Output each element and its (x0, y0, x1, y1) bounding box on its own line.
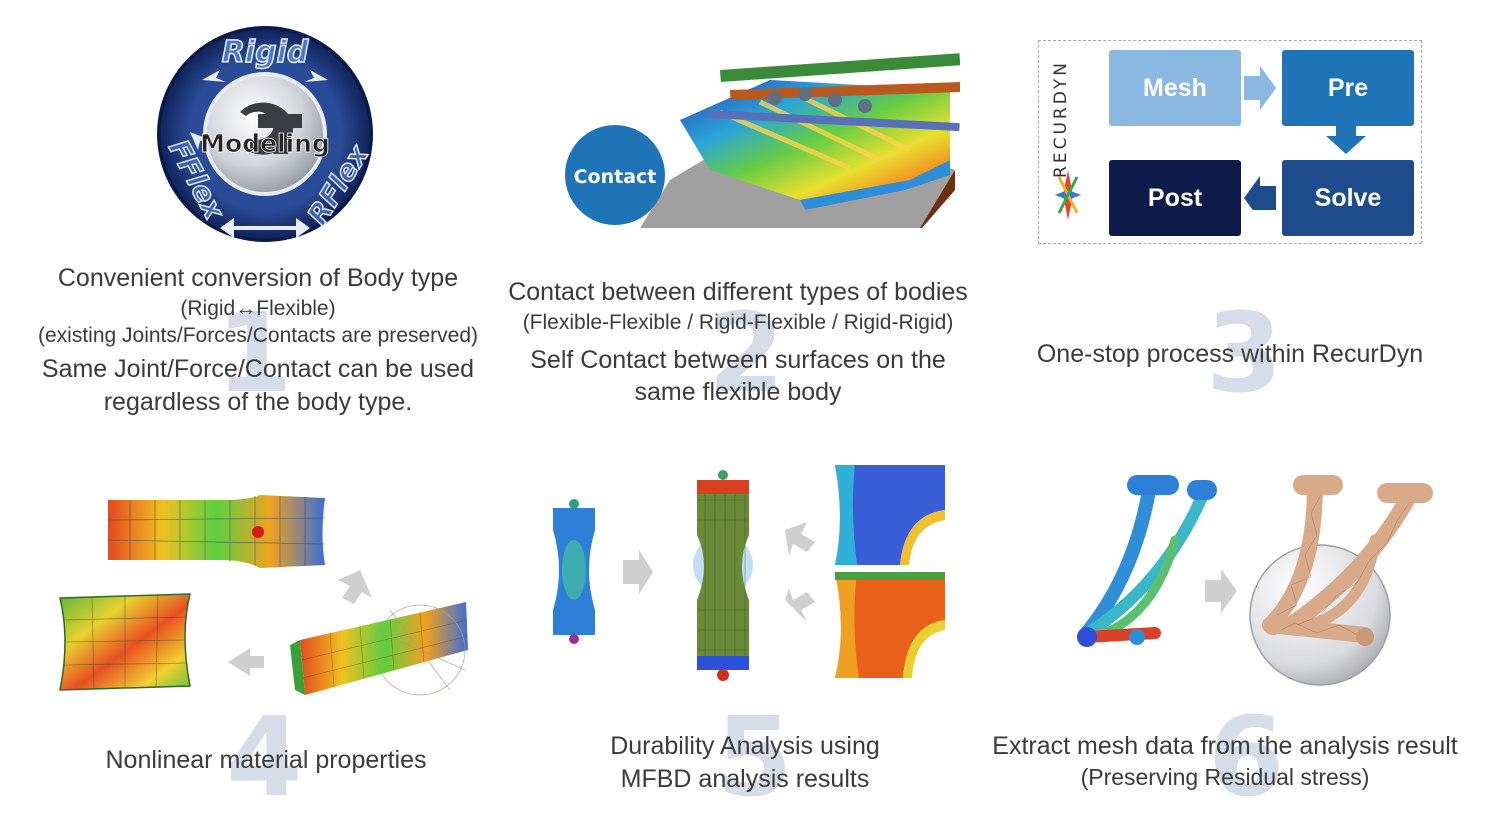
contact-badge-circle (565, 125, 665, 225)
panel-2-number: 2 (708, 289, 785, 417)
panel-1-line-2: (Rigid↔Flexible) (180, 296, 336, 320)
panel-4-number: 4 (226, 693, 303, 821)
mesh-extraction-illustration (1077, 475, 1433, 686)
contact-badge-label: Contact (574, 166, 657, 188)
panel-5-caption: Durability Analysis using MFBD analysis … (520, 730, 970, 795)
panel-6-line-1: Extract mesh data from the analysis resu… (992, 732, 1458, 760)
panel-3-line-1: One-stop process within RecurDyn (1036, 340, 1424, 368)
panel-6-caption: Extract mesh data from the analysis resu… (985, 730, 1465, 792)
panel-1-caption: Convenient conversion of Body type (Rigi… (8, 262, 508, 418)
durability-illustration (553, 465, 945, 681)
nonlinear-material-illustration (59, 495, 469, 696)
arrow-right-icon (623, 550, 653, 594)
arrow-left-icon (228, 648, 264, 676)
panel-5-line-1: Durability Analysis using (610, 732, 880, 760)
flow-step-pre: Pre (1282, 50, 1414, 126)
panel-3-caption: One-stop process within RecurDyn (1010, 338, 1450, 371)
flow-step-post: Post (1109, 160, 1241, 236)
panel-4-line-1: Nonlinear material properties (105, 746, 427, 774)
arrow-right-icon (1205, 569, 1237, 613)
panel-4-caption: Nonlinear material properties (36, 744, 496, 777)
arrow-left-icon (1244, 176, 1276, 210)
panel-3-number: 3 (1206, 289, 1283, 417)
arrow-right-icon (1244, 66, 1276, 110)
flow-step-solve: Solve (1282, 160, 1414, 236)
process-flow-frame: RECURDYN (1038, 40, 1422, 244)
panel-1-line-1: Convenient conversion of Body type (57, 264, 459, 292)
panel-1-line-5: regardless of the body type. (103, 387, 413, 416)
panel-6-line-2: (Preserving Residual stress) (1080, 763, 1370, 790)
contact-illustration: Contact (565, 53, 960, 228)
flow-arrows (1244, 66, 1366, 210)
panel-1-line-3: (existing Joints/Forces/Contacts are pre… (37, 323, 478, 347)
panel-1-line-4: Same Joint/Force/Contact can be used (41, 355, 475, 384)
recurdyn-logo-text: RECURDYN (1051, 60, 1071, 178)
arrow-down-icon (1326, 126, 1366, 154)
arrow-up-left-icon (338, 570, 372, 604)
panel-1-number: 1 (216, 289, 293, 417)
cycle-arrows-icon (190, 70, 328, 238)
panel-5-number: 5 (716, 693, 793, 821)
modeling-badge: Rigid FFlex RFlex Modeling (157, 26, 376, 242)
gt-logo-icon (240, 102, 302, 155)
panel-2-line-1: Contact between different types of bodie… (508, 278, 968, 306)
panel-2-caption: Contact between different types of bodie… (488, 276, 988, 409)
panel-2-line-3: Self Contact between surfaces on the (530, 345, 946, 374)
flow-step-mesh: Mesh (1109, 50, 1241, 126)
panel-2-line-2: (Flexible-Flexible / Rigid-Flexible / Ri… (522, 310, 954, 334)
arrow-down-right-icon (785, 588, 815, 622)
panel-5-line-2: MFBD analysis results (620, 764, 870, 793)
panel-2-line-4: same flexible body (634, 378, 842, 407)
modeling-badge-top: Rigid (222, 35, 309, 70)
arrow-up-right-icon (785, 522, 815, 556)
modeling-badge-center: Modeling (200, 129, 330, 158)
recurdyn-logo-icon (1055, 170, 1081, 220)
panel-6-number: 6 (1208, 693, 1285, 821)
